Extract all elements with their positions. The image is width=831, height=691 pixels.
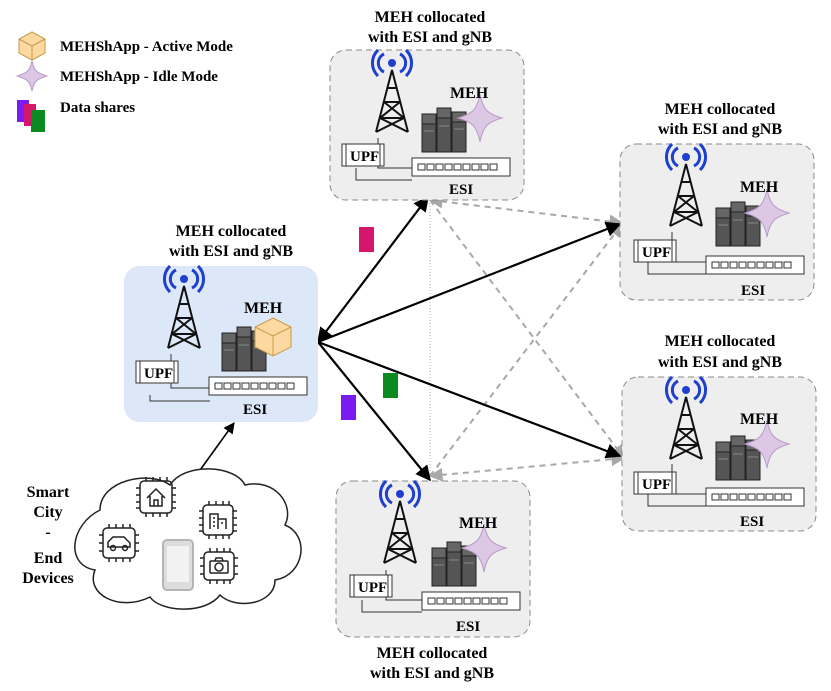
meh-label: MEH [244, 300, 283, 317]
upf-label: UPF [144, 366, 173, 382]
legend-active-label: MEHShApp - Active Mode [60, 39, 233, 55]
meh-node-right-top: MEH collocated with ESI and gNB MEH UPF … [619, 101, 815, 301]
node-title-line1: MEH collocated [665, 101, 776, 118]
esi-switch-icon [705, 487, 805, 507]
esi-switch-icon [411, 157, 511, 177]
smart-home-chip-icon [136, 477, 176, 517]
legend-idle-label: MEHShApp - Idle Mode [60, 69, 218, 85]
esi-label: ESI [740, 514, 764, 530]
node-title-line2: with ESI and gNB [658, 354, 782, 371]
node-title-line2: with ESI and gNB [368, 29, 492, 46]
legend-active-cube-icon [18, 31, 46, 61]
esi-label: ESI [449, 182, 473, 198]
upf-label: UPF [350, 149, 379, 165]
node-title-line1: MEH collocated [375, 9, 486, 26]
esi-label: ESI [456, 619, 480, 635]
meh-label: MEH [740, 411, 779, 428]
cloud-text-line5: Devices [22, 570, 74, 587]
esi-switch-icon [208, 376, 308, 396]
meh-label: MEH [450, 85, 489, 102]
data-share-green [383, 373, 398, 398]
legend-shares-label: Data shares [60, 100, 135, 116]
data-share-magenta [359, 227, 374, 252]
node-title-line1: MEH collocated [176, 223, 287, 240]
meh-label: MEH [459, 515, 498, 532]
smart-camera-chip-icon [200, 548, 238, 584]
cloud-text-line3: - [45, 524, 50, 541]
cloud-text-line2: City [33, 504, 62, 521]
dashed-links [428, 194, 626, 482]
node-title-line2: with ESI and gNB [658, 121, 782, 138]
upf-label: UPF [642, 477, 671, 493]
legend-idle-star-icon [15, 60, 49, 92]
smartphone-icon [162, 539, 194, 591]
node-title-line1: MEH collocated [377, 645, 488, 662]
esi-label: ESI [741, 283, 765, 299]
legend: MEHShApp - Active Mode MEHShApp - Idle M… [15, 31, 233, 132]
esi-switch-icon [421, 591, 521, 611]
smart-city-cloud: Smart City - End Devices [22, 468, 302, 610]
data-share-purple [341, 395, 356, 420]
upf-label: UPF [642, 245, 671, 261]
esi-switch-icon [705, 255, 805, 275]
upf-label: UPF [358, 580, 387, 596]
cloud-text-line4: End [34, 550, 63, 567]
smart-building-chip-icon [199, 501, 237, 539]
node-title-line1: MEH collocated [665, 333, 776, 350]
solid-links [189, 195, 622, 485]
node-title-line2: with ESI and gNB [370, 665, 494, 682]
meh-node-bottom: MEH UPF ESI MEH collocated with ESI and … [335, 479, 531, 682]
server-rack-icon [421, 107, 467, 153]
meh-label: MEH [740, 179, 779, 196]
meh-node-right-bottom: MEH collocated with ESI and gNB MEH UPF … [621, 333, 817, 532]
smart-car-chip-icon [99, 524, 139, 562]
cloud-text-line1: Smart [27, 484, 70, 501]
legend-data-shares-icon [17, 100, 45, 132]
meh-node-top: MEH collocated with ESI and gNB MEH UPF … [329, 9, 525, 201]
server-rack-icon [715, 201, 761, 247]
node-title-line2: with ESI and gNB [169, 243, 293, 260]
meh-node-left: MEH collocated with ESI and gNB MEH UPF … [124, 223, 318, 422]
esi-label: ESI [243, 402, 267, 418]
